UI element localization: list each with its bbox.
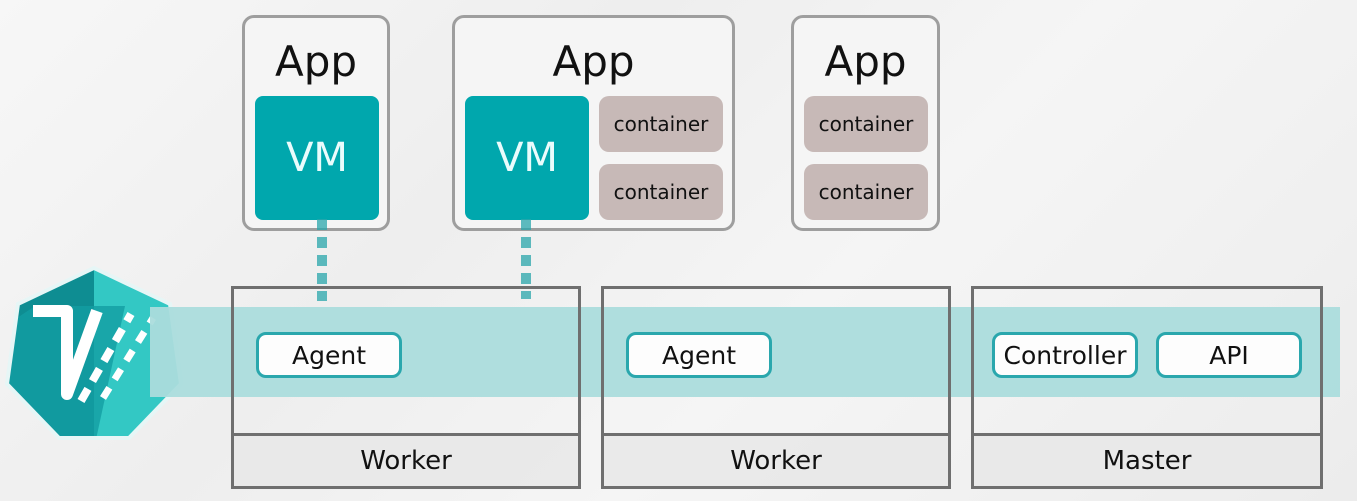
container-box: container [599, 164, 723, 220]
app-box-1: App VM [242, 15, 390, 231]
app-title: App [274, 37, 358, 86]
node-label: Master [974, 433, 1320, 486]
vm-link-dashed-2 [521, 219, 531, 299]
app-box-3: App container container [791, 15, 940, 231]
app-title: App [552, 37, 635, 86]
app-box-2: App VM container container [452, 15, 735, 231]
controller-pill: Controller [992, 332, 1138, 378]
worker-node-2: Agent Worker [601, 286, 951, 489]
node-label: Worker [604, 433, 948, 486]
node-label: Worker [234, 433, 578, 486]
vm-link-dashed-1 [317, 219, 327, 301]
vm-box: VM [255, 96, 379, 220]
vm-box: VM [465, 96, 589, 220]
master-node: Controller API Master [971, 286, 1323, 489]
container-box: container [804, 96, 928, 152]
app-title: App [824, 37, 907, 86]
api-pill: API [1156, 332, 1302, 378]
container-box: container [599, 96, 723, 152]
container-box: container [804, 164, 928, 220]
agent-pill: Agent [256, 332, 402, 378]
agent-pill: Agent [626, 332, 772, 378]
worker-node-1: Agent Worker [231, 286, 581, 489]
